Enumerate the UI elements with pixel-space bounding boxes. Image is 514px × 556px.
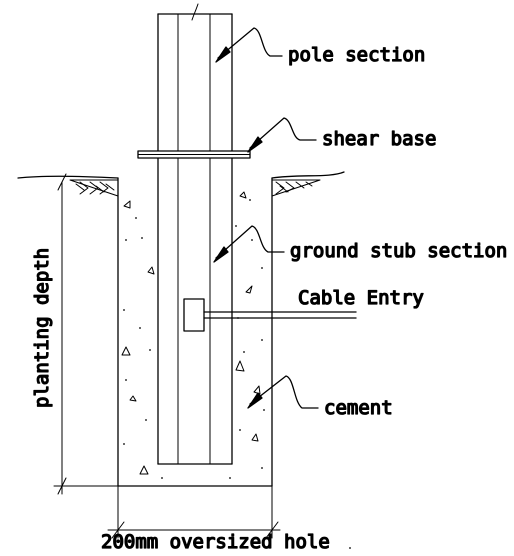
hole-width-dimension xyxy=(107,485,351,549)
cement-dots xyxy=(123,199,265,479)
cable-entry-label: Cable Entry xyxy=(298,287,424,309)
ground-line xyxy=(17,171,345,179)
cable-entry xyxy=(183,298,357,332)
planting-depth-dimension xyxy=(53,173,119,495)
ground-stub-section-label: ground stub section xyxy=(290,240,507,262)
pole xyxy=(157,3,233,465)
leader-ground-stub xyxy=(213,225,285,263)
planting-depth-label: planting depth xyxy=(31,248,53,408)
soil-hatch-left xyxy=(69,179,119,197)
cement-aggregate xyxy=(121,191,261,475)
leader-shear-base xyxy=(247,117,317,153)
oversized-hole xyxy=(117,177,273,487)
oversized-hole-label: 200mm oversized hole xyxy=(101,531,330,553)
leader-cement xyxy=(247,375,319,409)
shear-base-label: shear base xyxy=(322,128,436,150)
soil-hatch-right xyxy=(271,179,321,197)
leader-pole-section xyxy=(215,27,283,63)
pole-section-label: pole section xyxy=(288,44,425,66)
shear-base-plate xyxy=(137,150,251,159)
cement-label: cement xyxy=(324,397,393,419)
